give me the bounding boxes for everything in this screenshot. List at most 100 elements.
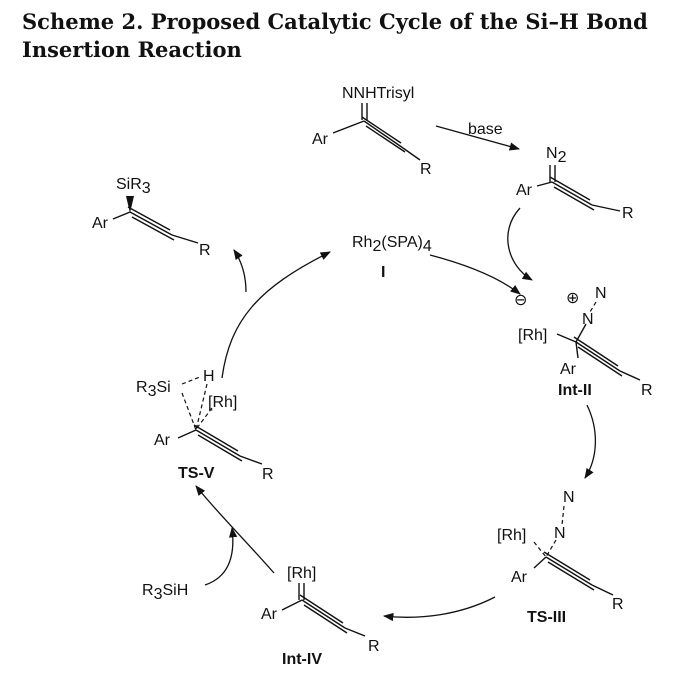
hydrazone-substituent: NNHTrisyl <box>342 85 414 102</box>
product-r-bond <box>171 234 199 244</box>
int2-alkyl: R <box>641 382 653 399</box>
catalyst-label: I <box>381 264 385 281</box>
int4-alkyl: R <box>368 638 380 655</box>
product-wedge-bond <box>126 196 134 213</box>
scheme-title: Scheme 2. Proposed Catalytic Cycle of th… <box>22 8 692 64</box>
int2-n-terminal: N <box>595 285 607 302</box>
product-alkyne-2 <box>131 216 175 241</box>
int4-label: Int-IV <box>282 651 322 668</box>
int4-to-ts5-arrow <box>195 485 275 574</box>
ts5-rh-c-dash <box>196 407 213 429</box>
int2-metal: [Rh] <box>518 327 547 344</box>
hydrazone-alkyl: R <box>420 161 432 178</box>
ts5-c-ar-bond <box>177 429 197 439</box>
ts5-metal: [Rh] <box>208 394 237 411</box>
int4-aryl: Ar <box>261 606 278 623</box>
int2-plus-charge: ⊕ <box>566 290 579 307</box>
diazo-alkyne-2 <box>553 186 595 211</box>
alkyne-bond-3 <box>361 116 402 144</box>
base-arrow <box>435 125 521 151</box>
product-alkyne-3 <box>127 206 171 231</box>
ts5-aryl: Ar <box>154 432 171 449</box>
silane-reagent: R3SiH <box>142 582 188 603</box>
int2-alkyne-1 <box>575 341 621 372</box>
int2-r-bond <box>619 370 641 381</box>
product-alkyl: R <box>199 242 211 259</box>
ts5-si-h-dash <box>181 376 201 385</box>
ts3-alkyne-2 <box>547 561 595 591</box>
scheme-title-line1: Scheme 2. Proposed Catalytic Cycle of th… <box>22 9 648 34</box>
product-alkyne-1 <box>129 211 173 236</box>
ts5-label: TS-V <box>178 465 215 482</box>
ts3-to-int4-arrow <box>382 596 496 622</box>
int2-alkyne-2 <box>577 346 623 377</box>
ts5-hydrogen: H <box>203 368 215 385</box>
int4-ar-bond <box>281 599 303 611</box>
diazo-n: N2 <box>546 145 567 166</box>
ts3-alkyl: R <box>612 596 624 613</box>
hydrazone-reagent: NNHTrisyl Ar R <box>312 85 432 178</box>
ts5-alkyne-2 <box>197 434 243 462</box>
diazo-compound: N2 Ar R <box>516 145 634 222</box>
int2-c-ar-bond <box>575 341 579 359</box>
ts3-metal: [Rh] <box>497 527 526 544</box>
ts3-c-ar-bond <box>533 556 547 569</box>
product-ar-bond <box>112 211 131 220</box>
diazo-alkyne-3 <box>549 176 591 201</box>
scheme-title-line2: Insertion Reaction <box>22 37 242 62</box>
int4-alkyne-3 <box>299 594 344 624</box>
diazo-alkyne-1 <box>551 181 593 206</box>
catalyst: Rh2(SPA)4 I <box>352 234 432 281</box>
diazo-aryl: Ar <box>516 182 533 199</box>
catalyst-formula: Rh2(SPA)4 <box>352 234 432 255</box>
ts3-aryl: Ar <box>511 569 528 586</box>
ts5-transition-state: R3Si H [Rh] Ar R TS-V <box>136 368 274 483</box>
int2-nn-dash <box>589 301 597 313</box>
catalyst-to-int2-arrow <box>429 254 521 295</box>
int4-r-bond <box>344 627 366 637</box>
int2-n-inner: N <box>582 311 594 328</box>
int4-metal: [Rh] <box>287 565 316 582</box>
ts3-label: TS-III <box>527 609 566 626</box>
alkyne-bond-1 <box>363 120 404 149</box>
ts5-h-c-dash <box>195 383 208 431</box>
diazo-ar-bond <box>536 181 553 187</box>
int2-intermediate: ⊖ ⊕ N N [Rh] Ar R Int-II <box>514 285 653 399</box>
int2-aryl: Ar <box>560 361 577 378</box>
silane-product: SiR3 Ar R <box>92 176 211 259</box>
ts3-r-bond <box>591 584 614 596</box>
product-silyl: SiR3 <box>116 176 151 197</box>
int2-label: Int-II <box>558 382 592 399</box>
ts3-alkyne-3 <box>543 551 591 581</box>
ar-c-bond <box>332 120 365 134</box>
ts3-n-inner: N <box>554 525 566 542</box>
ts3-alkyne-1 <box>545 556 593 586</box>
int2-to-ts3-arrow <box>584 404 597 479</box>
diazo-entry-arrow <box>507 207 533 281</box>
alkyne-bond-2 <box>365 125 406 153</box>
int2-rh-c-bond <box>556 333 577 343</box>
int4-alkyne-2 <box>303 604 348 634</box>
hydrazone-aryl: Ar <box>312 131 329 148</box>
int2-alkyne-3 <box>573 336 619 367</box>
ts3-transition-state: N N [Rh] Ar R TS-III <box>497 489 624 626</box>
silane-entry-arrow <box>204 526 238 586</box>
ts5-si-c-dash <box>181 392 197 431</box>
alkyne-r-bond <box>402 147 421 161</box>
ts5-to-catalyst-arrow <box>221 251 331 379</box>
ts3-rh-c-dash <box>533 541 547 558</box>
ts5-alkyl: R <box>262 466 274 483</box>
int4-alkyne-1 <box>301 599 346 629</box>
base-label: base <box>468 121 503 138</box>
int2-minus-charge: ⊖ <box>514 292 527 309</box>
ts3-n-terminal: N <box>563 489 575 506</box>
ts5-alkyne-1 <box>195 429 241 457</box>
diazo-r-bond <box>591 204 621 212</box>
ts5-r-bond <box>239 455 263 465</box>
ts5-to-product-arrow <box>233 249 247 293</box>
ts5-alkyne-3 <box>193 424 239 452</box>
ts5-silyl: R3Si <box>136 379 171 400</box>
diazo-alkyl: R <box>622 205 634 222</box>
ts3-nn-dash <box>561 505 565 526</box>
